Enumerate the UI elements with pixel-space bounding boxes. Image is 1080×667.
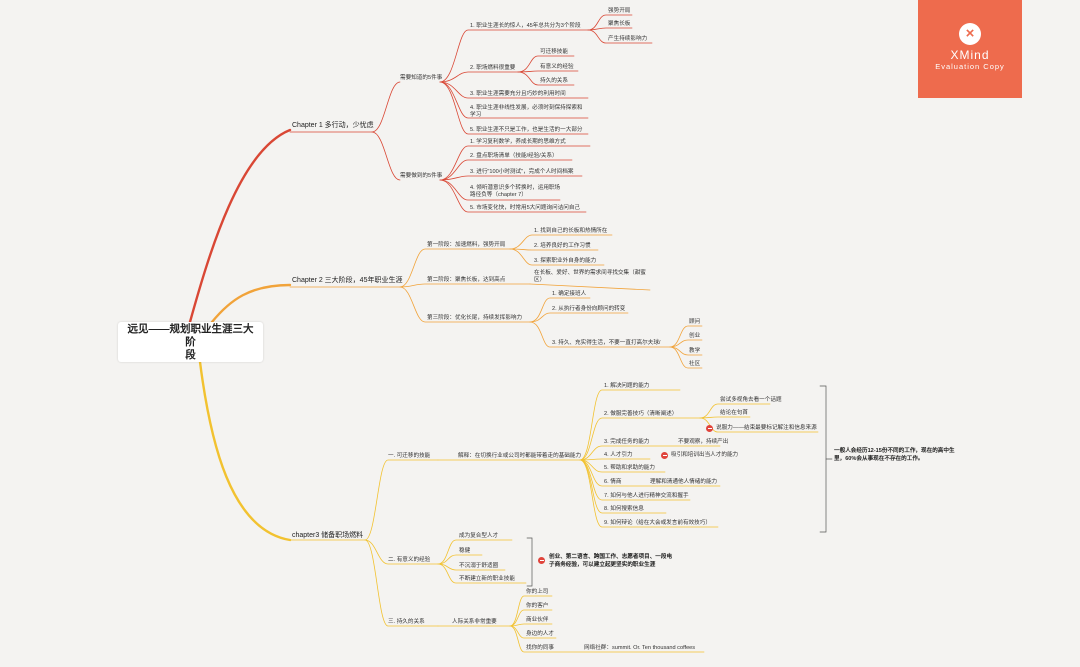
ch2-role[interactable]: 社区 bbox=[689, 361, 701, 367]
root-title-line1: 远见——规划职业生涯三大阶 bbox=[127, 322, 254, 348]
ch3-b1-detail[interactable]: 解释：在切换行业或公司时都能带着走的基础能力 bbox=[458, 453, 582, 459]
minus-icon bbox=[538, 557, 545, 564]
ch3-b3-detail[interactable]: 人际关系非常重要 bbox=[452, 619, 497, 625]
x-icon: × bbox=[959, 23, 981, 45]
minus-icon bbox=[661, 452, 668, 459]
ch1-know-item[interactable]: 1. 职业生涯长的惊人，45年总共分为3个阶段 bbox=[470, 23, 581, 29]
ch2-s3-item[interactable]: 1. 确定接班人 bbox=[552, 291, 587, 297]
ch3-b2-label[interactable]: 二. 有意义的经验 bbox=[388, 557, 431, 563]
chapter1-topic[interactable]: Chapter 1 多行动，少忧虑 bbox=[292, 122, 374, 129]
ch3-b1-label[interactable]: 一. 可迁移的技能 bbox=[388, 453, 431, 459]
ch1-fuel[interactable]: 有意义的经验 bbox=[540, 64, 574, 70]
ch3-exp-item[interactable]: 成为复合型人才 bbox=[459, 533, 499, 539]
ch2-s1-item[interactable]: 3. 探索职业外自身的能力 bbox=[534, 258, 597, 264]
ch1-fuel[interactable]: 可迁移技能 bbox=[540, 49, 568, 55]
ch3-persuade-item[interactable]: 结论在句首 bbox=[720, 410, 748, 416]
chapter2-topic[interactable]: Chapter 2 三大阶段，45年职业生涯 bbox=[292, 277, 403, 284]
ch2-role[interactable]: 教学 bbox=[689, 348, 701, 354]
ch3-rel-item[interactable]: 找你的同事 bbox=[526, 645, 554, 651]
ch3-exp-item[interactable]: 不沉溺于舒适圈 bbox=[459, 563, 499, 569]
minus-icon bbox=[706, 425, 713, 432]
root-title-line2: 段 bbox=[185, 348, 196, 361]
ch3-rel-item[interactable]: 商业伙伴 bbox=[526, 617, 549, 623]
ch3-skill[interactable]: 4. 人才引力 bbox=[604, 452, 633, 458]
ch2-stage1-label[interactable]: 第一阶段：加速燃料，强势开局 bbox=[427, 242, 506, 248]
ch1-do-item[interactable]: 2. 盘点职场清单（技能/经验/关系） bbox=[470, 153, 558, 159]
ch2-role[interactable]: 创业 bbox=[689, 333, 701, 339]
ch1-know-item[interactable]: 4. 职业生涯非线性发展，必须时刻保持探索和学习 bbox=[470, 105, 583, 118]
ch3-skill[interactable]: 8. 如何搜索信息 bbox=[604, 506, 644, 512]
ch1-know-item[interactable]: 3. 职业生涯需要充分且巧妙的利用时间 bbox=[470, 91, 566, 97]
ch3-eq-note[interactable]: 理解和清通他人情绪的能力 bbox=[650, 479, 718, 485]
ch1-stage[interactable]: 产生持续影响力 bbox=[608, 36, 648, 42]
ch2-s2-detail[interactable]: 在长板、爱好、世界的需求间寻找交集（甜蜜区） bbox=[534, 270, 646, 283]
ch1-do-item[interactable]: 4. 倾听潜意识多个转换时，运用职场路径负等（chapter 7） bbox=[470, 185, 561, 198]
ch3-b3-label[interactable]: 三. 持久的关系 bbox=[388, 619, 425, 625]
ch2-s3-item[interactable]: 2. 从执行者身份向顾问的转变 bbox=[552, 306, 626, 312]
ch1-fuel[interactable]: 持久的关系 bbox=[540, 78, 568, 84]
ch2-stage2-label[interactable]: 第二阶段：聚焦长板，达到高点 bbox=[427, 277, 506, 283]
ch3-persuade-item[interactable]: 说服力——结束最要标记解注和信息来源 bbox=[716, 425, 817, 431]
ch2-s1-item[interactable]: 1. 找到自己的长板和热情所在 bbox=[534, 228, 608, 234]
ch1-know-item[interactable]: 2. 职场燃料很重要 bbox=[470, 65, 516, 71]
ch3-rel-item[interactable]: 身边的人才 bbox=[526, 631, 554, 637]
ch1-stage[interactable]: 聚焦长板 bbox=[608, 21, 631, 27]
ch3-skill[interactable]: 9. 如何辩论（给在大会或发言前有效技巧） bbox=[604, 520, 711, 526]
ch3-task-note[interactable]: 不要观察，持续产出 bbox=[678, 439, 729, 445]
ch3-rel-item[interactable]: 你的客户 bbox=[526, 603, 549, 609]
ch1-stage[interactable]: 强势开局 bbox=[608, 8, 631, 14]
ch3-skill[interactable]: 2. 做服完善技巧（清晰阐述） bbox=[604, 411, 678, 417]
ch1-do-item[interactable]: 1. 学习复利数学，养成长期的思维方式 bbox=[470, 139, 566, 145]
ch3-talent-note[interactable]: 吸引和培训出当人才的能力 bbox=[671, 452, 739, 458]
ch1-do-item[interactable]: 3. 进行"100小时测试"，完成个人时间档案 bbox=[470, 169, 574, 175]
ch1-know-label[interactable]: 需要知道的5件事 bbox=[400, 75, 443, 81]
root-topic[interactable]: 远见——规划职业生涯三大阶段 bbox=[118, 322, 263, 362]
ch3-side-note[interactable]: 一般人会经历12-15份不同的工作，现在的高中生里，60%会从事现在不存在的工作… bbox=[834, 448, 955, 462]
ch3-skill[interactable]: 7. 如何与他人进行精神交流和握手 bbox=[604, 493, 689, 499]
ch2-role[interactable]: 顾问 bbox=[689, 319, 701, 325]
watermark-subtitle: Evaluation Copy bbox=[935, 62, 1005, 71]
ch3-skill[interactable]: 1. 解决问题的能力 bbox=[604, 383, 650, 389]
ch2-s3-item[interactable]: 3. 持久、充实得生活，不要一直打高尔夫球/ bbox=[552, 340, 661, 346]
ch3-skill[interactable]: 3. 完成任务的能力 bbox=[604, 439, 650, 445]
ch1-do-label[interactable]: 需要做到的5件事 bbox=[400, 173, 443, 179]
ch3-exp-item[interactable]: 稳健 bbox=[459, 548, 471, 554]
xmind-watermark: × XMind Evaluation Copy bbox=[918, 0, 1022, 98]
ch3-exp-item[interactable]: 不断建立新的职业技能 bbox=[459, 576, 515, 582]
ch3-skill[interactable]: 5. 帮助和求助的能力 bbox=[604, 465, 655, 471]
ch2-s1-item[interactable]: 2. 培养良好的工作习惯 bbox=[534, 243, 591, 249]
ch3-rel-item[interactable]: 你的上司 bbox=[526, 589, 549, 595]
chapter3-topic[interactable]: chapter3 储备职场燃料 bbox=[292, 532, 364, 539]
ch3-persuade-item[interactable]: 尝试多视角去看一个话题 bbox=[720, 397, 782, 403]
ch1-know-item[interactable]: 5. 职业生涯不只是工作，也是生活的一大部分 bbox=[470, 127, 583, 133]
ch3-social-note[interactable]: 网络社群：summit. Or. Ten thousand coffees bbox=[584, 645, 696, 651]
ch1-do-item[interactable]: 5. 市场变化快，时常用5大问题询问诘问自己 bbox=[470, 205, 581, 211]
watermark-brand: XMind bbox=[950, 48, 990, 62]
ch3-skill[interactable]: 6. 情商 bbox=[604, 479, 622, 485]
ch3-exp-note[interactable]: 创业、第二语言、跨国工作、志愿者项目、一段电子商务经验，可以建立起更坚实的职业生… bbox=[549, 554, 673, 568]
ch2-stage3-label[interactable]: 第三阶段：优化长尾，持续发挥影响力 bbox=[427, 315, 523, 321]
